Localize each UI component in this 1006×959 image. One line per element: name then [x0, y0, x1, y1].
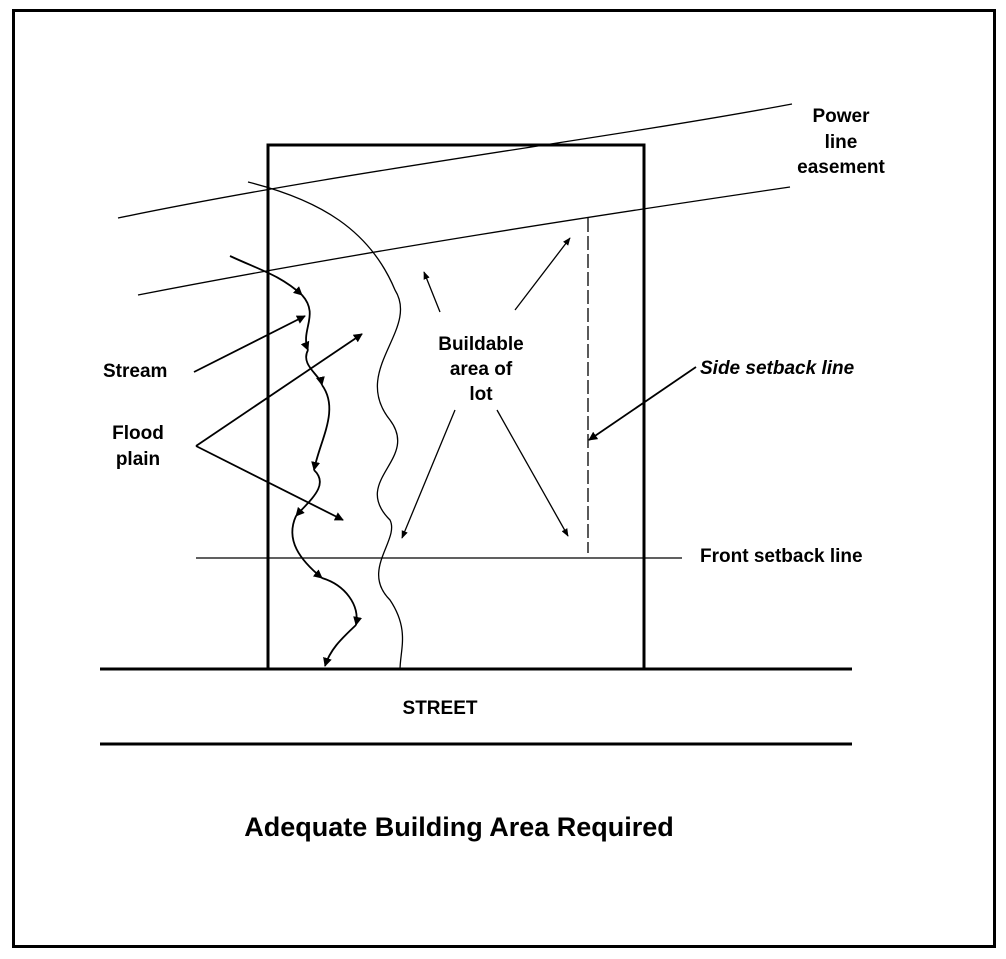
stream-upper [229, 255, 303, 296]
flood-plain-pointer-upper [195, 333, 363, 447]
stream-seg-6 [321, 577, 362, 626]
stream-seg-3 [311, 384, 331, 471]
diagram-title: Adequate Building Area Required [244, 812, 674, 842]
power-line-label-3: easement [797, 157, 885, 178]
stream-seg-5 [291, 515, 323, 579]
stream-pointer [193, 315, 306, 373]
buildable-label-2: area of [450, 359, 513, 380]
stream-seg-2 [305, 349, 325, 386]
side-setback-label: Side setback line [700, 358, 855, 379]
buildable-arrow-up-right [514, 237, 571, 311]
stream-label: Stream [103, 361, 167, 382]
power-line-lower [137, 186, 791, 296]
front-setback-label: Front setback line [700, 546, 863, 567]
lot-boundary [266, 143, 646, 670]
buildable-label-1: Buildable [438, 334, 524, 355]
buildable-arrow-down-right [496, 409, 569, 537]
stream-seg-4 [295, 469, 321, 517]
flood-plain-boundary [247, 181, 404, 671]
flood-plain-label-1: Flood [112, 423, 164, 444]
buildable-label-3: lot [469, 384, 493, 405]
street-label: STREET [403, 698, 478, 719]
power-line-label-1: Power [812, 106, 870, 127]
power-line-label-2: line [825, 132, 858, 153]
buildable-arrow-up-left [423, 271, 441, 313]
side-setback-pointer [588, 366, 697, 441]
stream-seg-7 [323, 624, 357, 667]
stream-seg-1 [300, 294, 311, 351]
power-line-upper [117, 103, 793, 219]
diagram-frame [12, 9, 996, 948]
flood-plain-pointer-lower [195, 445, 344, 521]
buildable-arrow-down-left [401, 409, 456, 539]
flood-plain-label-2: plain [116, 449, 160, 470]
